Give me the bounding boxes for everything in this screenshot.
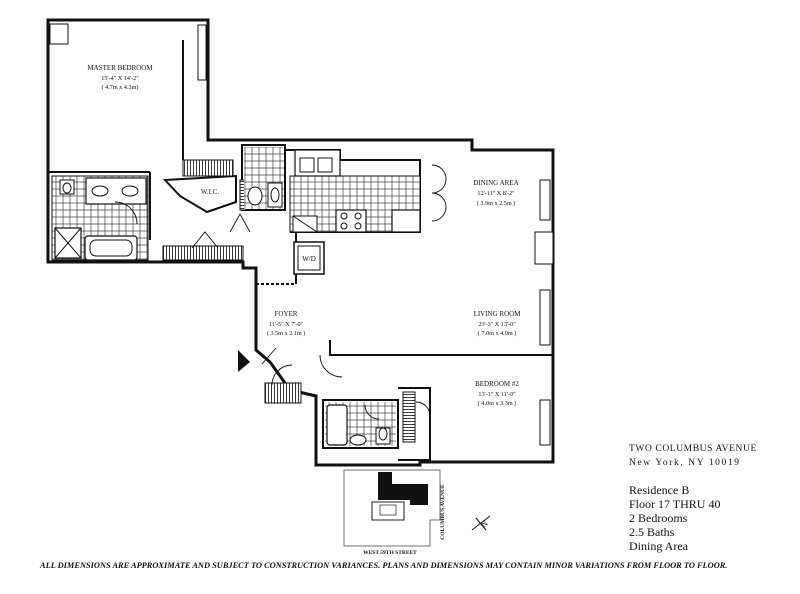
living-dim-m: ( 7.0m x 4.0m ) — [478, 330, 517, 337]
bedroom2-dim-m: ( 4.0m x 3.3m ) — [478, 400, 517, 407]
exterior-walls — [46, 18, 555, 467]
foyer-label: FOYER — [275, 310, 298, 318]
closets — [162, 159, 416, 443]
bedroom2-dim-ft: 13'-1" X 11'-0" — [478, 391, 516, 398]
master-bedroom-dim-ft: 15'-4" X 14'-2" — [101, 75, 139, 82]
living-dim-ft: 23'-3" X 13'-0" — [478, 321, 516, 328]
room-labels: MASTER BEDROOM 15'-4" X 14'-2" ( 4.7m x … — [87, 64, 521, 407]
entry-arrow-icon — [238, 350, 250, 372]
north-arrow-icon: N — [471, 515, 491, 531]
master-bedroom-label: MASTER BEDROOM — [87, 64, 153, 72]
kitchen — [289, 149, 421, 233]
windows — [49, 23, 554, 446]
wd-label: W/D — [302, 255, 316, 263]
master-bath — [51, 175, 149, 261]
spec-dining: Dining Area — [629, 539, 688, 553]
spec-bedrooms: 2 Bedrooms — [629, 511, 688, 525]
wic-label: W.I.C. — [201, 188, 219, 196]
master-bedroom-dim-m: ( 4.7m x 4.3m) — [102, 84, 139, 91]
foyer-dim-ft: 11'-5" X 7'-0" — [269, 321, 304, 328]
dining-dim-m: ( 3.9m x 2.5m ) — [477, 200, 516, 207]
spec-baths: 2.5 Baths — [629, 525, 675, 539]
keyplan-street-bottom: WEST 59TH STREET — [363, 550, 417, 556]
foyer-dim-m: ( 3.5m x 2.1m ) — [267, 330, 306, 337]
north-label: N — [480, 519, 490, 530]
building-address: New York, NY 10019 — [629, 458, 741, 468]
spec-residence: Residence B — [629, 483, 690, 497]
dining-label: DINING AREA — [473, 179, 518, 187]
powder-room — [244, 147, 284, 209]
bedroom2-bath — [325, 402, 396, 446]
spec-floors: Floor 17 THRU 40 — [629, 497, 721, 511]
living-label: LIVING ROOM — [474, 310, 522, 318]
bedroom2-label: BEDROOM #2 — [475, 380, 519, 388]
building-name: TWO COLUMBUS AVENUE — [629, 444, 757, 454]
disclaimer: ALL DIMENSIONS ARE APPROXIMATE AND SUBJE… — [40, 561, 728, 570]
keyplan-street-side: COLUMBUS AVENUE — [440, 484, 446, 540]
key-plan: WEST 59TH STREET COLUMBUS AVENUE — [343, 469, 446, 556]
washer-dryer-closet — [293, 241, 325, 275]
door-swings — [114, 164, 447, 420]
dining-dim-ft: 12'-11" X 8'-2" — [477, 190, 515, 197]
